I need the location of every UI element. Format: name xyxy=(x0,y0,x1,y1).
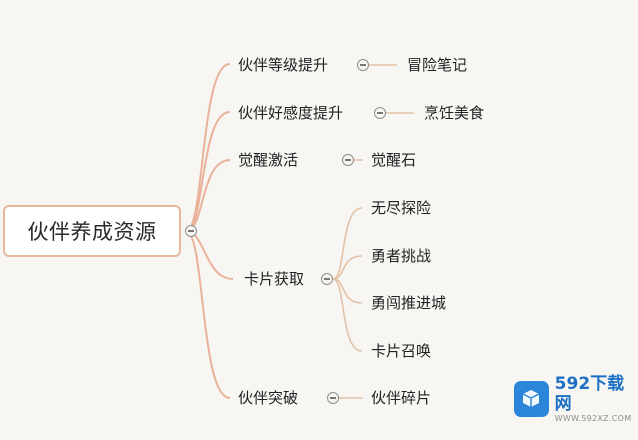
link-root-branch-2 xyxy=(185,111,231,232)
branch-node-5[interactable]: 伙伴突破 xyxy=(238,389,299,407)
branch-node-3[interactable]: 觉醒激活 xyxy=(238,151,299,169)
branch-node-1[interactable]: 伙伴等级提升 xyxy=(238,56,329,74)
root-collapse-toggle[interactable] xyxy=(185,225,197,237)
site-watermark: 592下载网 WWW.592XZ.COM xyxy=(514,374,638,423)
root-node[interactable]: 伙伴养成资源 xyxy=(3,205,181,257)
watermark-url: WWW.592XZ.COM xyxy=(554,414,632,423)
branch-node-4[interactable]: 卡片获取 xyxy=(244,270,305,288)
branch-1-collapse-toggle[interactable] xyxy=(357,59,369,71)
child-node-5-1[interactable]: 伙伴碎片 xyxy=(371,389,432,407)
branch-5-collapse-toggle[interactable] xyxy=(327,392,339,404)
link-root-branch-5 xyxy=(185,230,231,399)
root-label: 伙伴养成资源 xyxy=(27,220,157,244)
link-branch-4-child-2 xyxy=(332,255,363,280)
child-node-4-3[interactable]: 勇闯推进城 xyxy=(371,294,447,312)
link-branch-4-child-1 xyxy=(332,207,363,280)
child-node-4-1[interactable]: 无尽探险 xyxy=(371,199,432,217)
child-node-1-1[interactable]: 冒险笔记 xyxy=(407,56,468,74)
box-icon xyxy=(514,381,549,417)
child-node-3-1[interactable]: 觉醒石 xyxy=(371,151,417,169)
branch-3-collapse-toggle[interactable] xyxy=(342,154,354,166)
child-node-4-2[interactable]: 勇者挑战 xyxy=(371,247,432,265)
branch-2-collapse-toggle[interactable] xyxy=(374,107,386,119)
link-branch-4-child-4 xyxy=(332,278,363,352)
watermark-brand: 592下载网 xyxy=(554,374,625,414)
child-node-4-4[interactable]: 卡片召唤 xyxy=(371,342,432,360)
branch-4-collapse-toggle[interactable] xyxy=(321,273,333,285)
branch-node-2[interactable]: 伙伴好感度提升 xyxy=(238,104,344,122)
link-root-branch-1 xyxy=(185,63,231,232)
child-node-2-1[interactable]: 烹饪美食 xyxy=(424,104,485,122)
